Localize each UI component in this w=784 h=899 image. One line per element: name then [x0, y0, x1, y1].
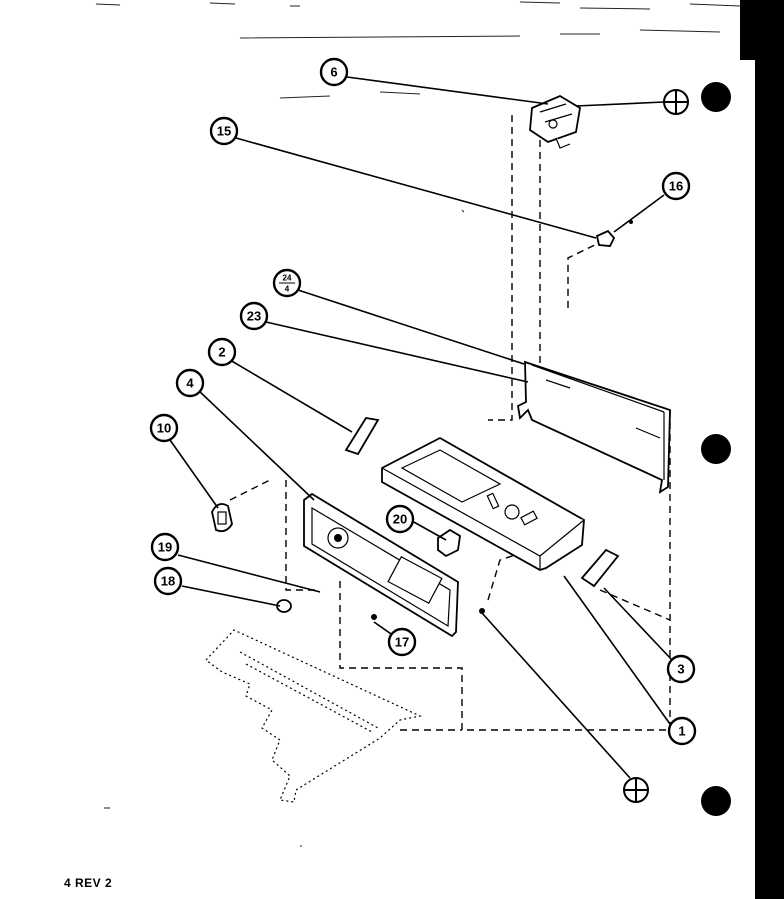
cabinet-top-outline — [205, 629, 422, 803]
callout-16: 16 — [661, 171, 691, 201]
punch-hole — [701, 434, 731, 464]
svg-text:20: 20 — [393, 512, 407, 527]
svg-text:10: 10 — [157, 421, 171, 436]
punch-hole — [701, 786, 731, 816]
svg-text:24: 24 — [283, 274, 292, 283]
callout-3: 3 — [666, 654, 696, 684]
svg-text:15: 15 — [217, 124, 231, 139]
punch-hole — [701, 82, 731, 112]
svg-text:3: 3 — [677, 662, 684, 677]
leader-lines — [169, 76, 673, 779]
part-knob — [211, 503, 233, 533]
part-timer-switch — [529, 94, 581, 149]
svg-text:16: 16 — [669, 179, 683, 194]
part-rear-bracket — [517, 360, 671, 494]
scan-noise — [95, 1, 741, 99]
part-control-panel — [303, 492, 459, 638]
callout-6: 6 — [319, 57, 349, 87]
callout-19: 19 — [150, 532, 180, 562]
callout-10: 10 — [149, 413, 179, 443]
callout-20: 20 — [385, 504, 415, 534]
svg-text:23: 23 — [247, 309, 261, 324]
part-screw-17 — [371, 614, 377, 620]
part-console-housing — [381, 436, 585, 571]
reference-crosshair-top — [663, 89, 689, 115]
callout-23: 23 — [239, 301, 269, 331]
svg-text:2: 2 — [218, 345, 225, 360]
callout-18: 18 — [153, 566, 183, 596]
part-screw — [479, 608, 485, 614]
callout-2: 2 — [207, 337, 237, 367]
callout-15: 15 — [209, 116, 239, 146]
stray-marks — [104, 209, 465, 847]
part-end-cap-left — [344, 417, 380, 456]
callout-24-4: 24 4 — [272, 268, 302, 298]
binding-strip — [701, 0, 784, 899]
svg-text:19: 19 — [158, 540, 172, 555]
callout-1: 1 — [667, 716, 697, 746]
svg-text:1: 1 — [678, 724, 685, 739]
part-end-cap-right — [580, 548, 620, 588]
svg-text:4: 4 — [285, 285, 290, 294]
callout-4: 4 — [175, 368, 205, 398]
svg-text:6: 6 — [330, 65, 337, 80]
callouts: 6 15 16 24 4 23 2 4 10 — [149, 57, 697, 746]
callout-17: 17 — [387, 627, 417, 657]
svg-text:18: 18 — [161, 574, 175, 589]
page-revision-code: 4 REV 2 — [64, 876, 113, 890]
svg-text:17: 17 — [395, 635, 409, 650]
svg-text:4: 4 — [186, 376, 194, 391]
part-clip — [595, 220, 633, 247]
part-knob-bracket — [437, 528, 461, 558]
reference-crosshair-bottom — [623, 777, 649, 803]
